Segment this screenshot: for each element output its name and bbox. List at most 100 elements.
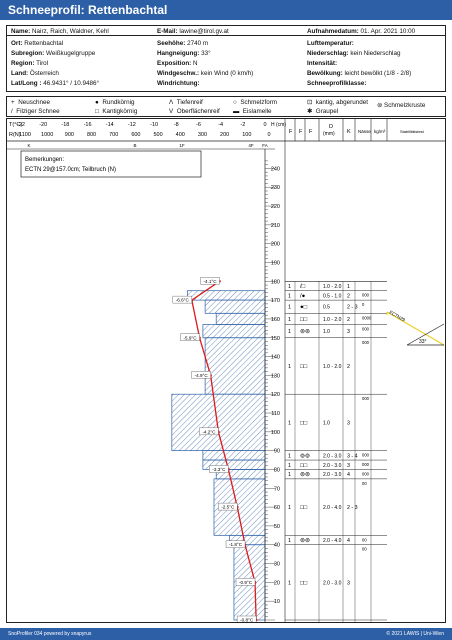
windrichtung-label: Windrichtung: xyxy=(157,80,200,87)
date-value: 01. Apr. 2021 10:00 xyxy=(360,28,416,35)
layer-f: 1 xyxy=(288,453,291,459)
temp-tick-label: -18 xyxy=(61,122,69,128)
layer-d: 2.0 - 3.0 xyxy=(323,472,342,478)
temp-label-box xyxy=(200,277,220,285)
hangneigung-label: Hangneigung: xyxy=(157,50,200,57)
temp-label-box xyxy=(199,427,219,436)
legend: + Neuschnee / Filziger Schnee ● Rundkörn… xyxy=(6,96,446,117)
seehoehe-label: Seehöhe: xyxy=(157,40,186,47)
niederschlag-value: kein Niederschlag xyxy=(350,50,401,57)
height-tick-label: 20 xyxy=(274,580,280,586)
layer-k: 3 xyxy=(347,420,350,426)
klasse-label: Schneeprofilklasse: xyxy=(307,80,367,87)
temp-label-box xyxy=(235,578,256,586)
rn-tick-label: 500 xyxy=(153,132,162,138)
windgeschw-label: Windgeschw.: xyxy=(157,70,200,77)
layer-form: ⊚⊚ xyxy=(300,329,310,335)
bewoelkung-value: leicht bewölkt (1/8 - 2/8) xyxy=(344,70,412,77)
legend-kantig-abgerundet: kantig, abgerundet xyxy=(315,99,368,106)
layer-d: 2.0 - 3.0 xyxy=(323,463,342,469)
temp-label-box xyxy=(180,333,200,341)
layer-form: ⊚⊚ xyxy=(300,472,310,478)
temp-tick-label: -2 xyxy=(240,122,245,128)
layer-form: □□ xyxy=(300,463,308,469)
layer-nasse: 0000 xyxy=(362,315,372,320)
layer-k: 4 xyxy=(347,472,350,478)
height-tick-label: 30 xyxy=(274,562,280,568)
layer-k: 2 xyxy=(347,293,350,299)
height-tick-label: 170 xyxy=(271,298,280,304)
col-f-label: F xyxy=(289,129,293,135)
temp-label: -6.6°C xyxy=(176,298,190,303)
height-tick-label: 230 xyxy=(271,185,280,191)
temperature-line xyxy=(191,280,257,621)
layer-nasse: 000 xyxy=(362,396,370,401)
schmelzkruste-icon: ⊚ xyxy=(377,102,383,109)
latlong-value: 46.9431° / 10.9486° xyxy=(43,80,99,87)
layer-f: 1 xyxy=(288,538,291,544)
height-tick-label: 140 xyxy=(271,355,280,361)
rn-tick-label: 600 xyxy=(131,132,140,138)
neuschnee-icon: + xyxy=(11,99,15,106)
layer-form: ⊚⊚ xyxy=(300,538,310,544)
legend-schmelzform: Schmelzform xyxy=(240,99,278,106)
temp-tick-label: -10 xyxy=(150,122,158,128)
hardness-tick-label: K xyxy=(27,143,30,148)
eislamelle-icon: ▬ xyxy=(233,108,240,115)
email-label: E-Mail: xyxy=(157,28,178,35)
temp-tick-label: -4 xyxy=(218,122,223,128)
layer-k: 2 xyxy=(347,364,350,370)
layer-nasse: 000 xyxy=(362,293,370,298)
layer-form: □□ xyxy=(300,317,308,323)
windgeschw-value: kein Wind (0 km/h) xyxy=(200,70,254,77)
temp-label: -3.3°C xyxy=(212,467,226,472)
layer-form: /□ xyxy=(300,284,306,290)
hardness-tick-label: 4F xyxy=(248,143,254,148)
layer-d: 2.0 - 3.0 xyxy=(323,453,342,459)
legend-neuschnee: Neuschnee xyxy=(18,99,51,106)
layer-form: □□ xyxy=(300,580,308,586)
height-tick-label: 190 xyxy=(271,260,280,266)
layer-nasse: 00 xyxy=(362,547,367,552)
hardness-bar xyxy=(171,393,266,452)
kantig-abgerundet-icon: ⊡ xyxy=(307,99,313,106)
col-dichte-label: kg/m³ xyxy=(374,129,386,134)
height-tick-label: 210 xyxy=(271,223,280,229)
page-title: Schneeprofil: Rettenbachtal xyxy=(0,0,452,20)
layer-d: 2.0 - 3.0 xyxy=(323,580,342,586)
bewoelkung-label: Bewölkung: xyxy=(307,70,343,77)
layer-f: 1 xyxy=(288,420,291,426)
land-label: Land: xyxy=(11,70,29,77)
layer-f: 1 xyxy=(288,329,291,335)
layer-k: 2 xyxy=(347,317,350,323)
land-value: Österreich xyxy=(29,70,59,77)
height-tick-label: 40 xyxy=(274,543,280,549)
layer-f: 1 xyxy=(288,317,291,323)
rn-tick-label: 100 xyxy=(242,132,251,138)
temp-label: -0.9°C xyxy=(239,580,253,585)
region-label: Region: xyxy=(11,60,35,67)
temp-label-box xyxy=(209,465,229,473)
layer-f: 1 xyxy=(288,580,291,586)
temp-tick-label: -12 xyxy=(128,122,136,128)
rn-tick-label: 0 xyxy=(267,132,270,138)
hardness-tick-label: B xyxy=(133,143,136,148)
height-tick-label: 240 xyxy=(271,166,280,172)
temp-label: -4.1°C xyxy=(203,279,217,284)
layer-d: 1.0 xyxy=(323,329,330,335)
layer-f: 1 xyxy=(288,293,291,299)
temp-tick-label: -16 xyxy=(84,122,92,128)
layer-form: ●□ xyxy=(300,305,308,311)
temp-label: -4.2°C xyxy=(202,429,216,434)
layer-k: 1 xyxy=(347,284,350,290)
height-tick-label: 80 xyxy=(274,467,280,473)
layer-k: 3 xyxy=(347,580,350,586)
niederschlag-label: Niederschlag: xyxy=(307,50,349,57)
col-shape-label: F xyxy=(309,129,313,135)
temp-label-box xyxy=(225,540,246,548)
layer-nasse: 00 xyxy=(362,481,367,486)
subregion-value: Weißkugelgruppe xyxy=(45,50,96,57)
oberflaechenreif-icon: V xyxy=(169,108,174,115)
layer-form: ⊚⊚ xyxy=(300,453,310,459)
ect-label: ECTN29 xyxy=(389,310,407,323)
